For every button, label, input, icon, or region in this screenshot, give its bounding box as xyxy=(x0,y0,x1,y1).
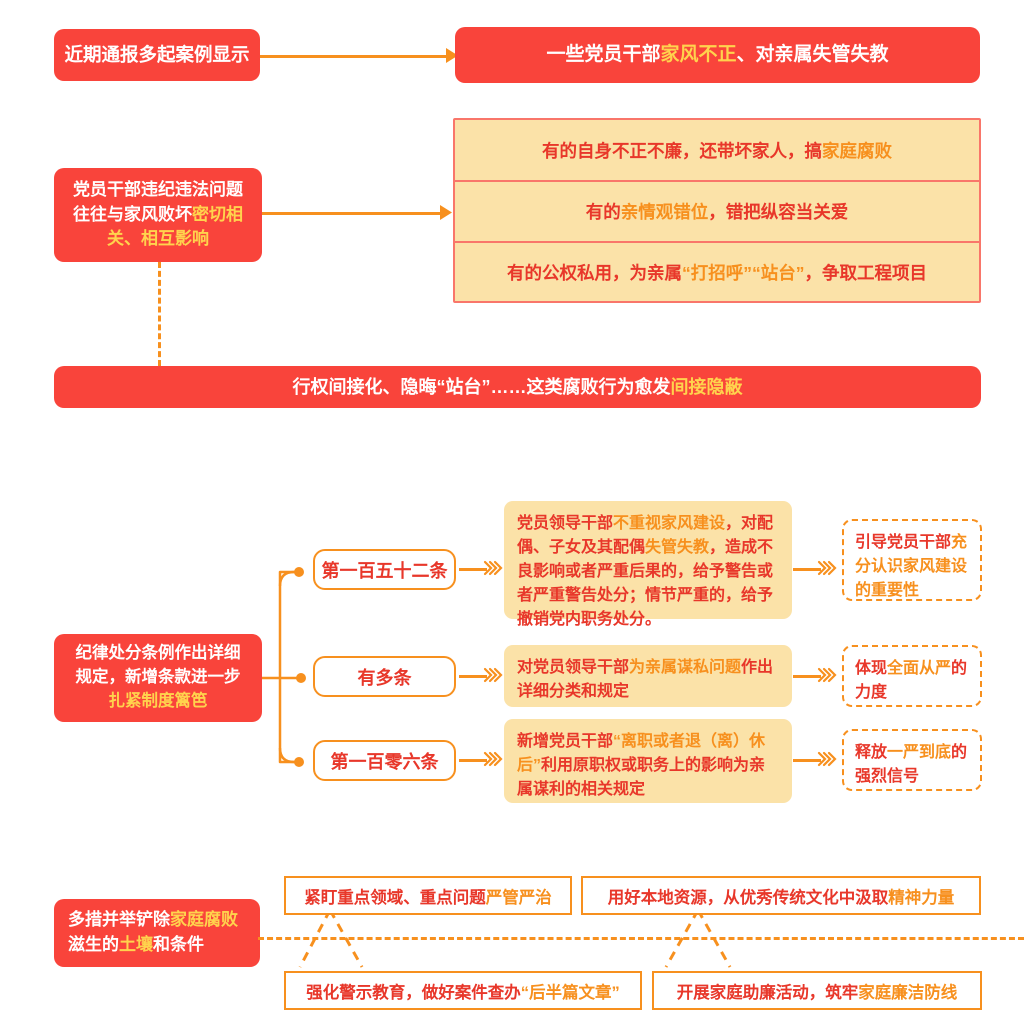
connector-pill2-to-detail xyxy=(459,675,487,678)
measure-text: 用好本地资源，从优秀传统文化中汲取精神力量 xyxy=(607,888,955,907)
measure-box-1: 紧盯重点领域、重点问题严管严治 xyxy=(284,876,572,915)
headline-banner: 一些党员干部家风不正、对亲属失管失教 xyxy=(455,27,980,83)
branch-outcome-1: 引导党员干部充分认识家风建设的重要性 xyxy=(842,519,982,601)
measure-text: 强化警示教育，做好案件查办“后半篇文章” xyxy=(306,983,620,1002)
arrow-right-icon xyxy=(446,48,458,63)
node-dot-icon xyxy=(294,567,304,577)
table-row: 有的亲情观错位，错把纵容当关爱 xyxy=(455,182,979,243)
branch-pill-3[interactable]: 第一百零六条 xyxy=(313,740,456,781)
measure-text: 开展家庭助廉活动，筑牢家庭廉洁防线 xyxy=(676,983,958,1002)
branch-pill-label: 第一百五十二条 xyxy=(321,560,448,581)
table-row-text: 有的亲情观错位，错把纵容当关爱 xyxy=(585,202,849,222)
cause-box: 党员干部违纪违法问题 往往与家风败坏密切相 关、相互影响 xyxy=(54,168,262,262)
branch-detail-text: 党员领导干部不重视家风建设，对配偶、子女及其配偶失管失教，造成不良影响或者严重后… xyxy=(517,515,774,628)
regulation-line-1: 纪律处分条例作出详细 xyxy=(75,644,241,663)
triple-chevron-icon xyxy=(483,667,503,683)
table-row-text: 有的公权私用，为亲属“打招呼”“站台”，争取工程项目 xyxy=(507,262,927,283)
connector-cause-to-banner xyxy=(158,262,161,366)
trend-banner: 行权间接化、隐晦“站台”……这类腐败行为愈发间接隐蔽 xyxy=(54,366,981,408)
measures-line-1: 多措并举铲除家庭腐败 xyxy=(68,910,238,930)
branch-outcome-3: 释放一严到底的强烈信号 xyxy=(842,729,982,791)
connector-detail3-to-outcome xyxy=(793,759,821,762)
table-row: 有的公权私用，为亲属“打招呼”“站台”，争取工程项目 xyxy=(455,243,979,301)
branch-pill-label: 第一百零六条 xyxy=(330,751,439,772)
triple-chevron-icon xyxy=(817,667,837,683)
measures-line-2: 滋生的土壤和条件 xyxy=(68,935,204,954)
branch-outcome-text: 体现全面从严的力度 xyxy=(855,660,968,701)
measures-box: 多措并举铲除家庭腐败 滋生的土壤和条件 xyxy=(54,899,260,967)
arrow-right-icon xyxy=(440,205,452,220)
cause-line-1: 党员干部违纪违法问题 xyxy=(73,180,243,200)
measure-box-2: 用好本地资源，从优秀传统文化中汲取精神力量 xyxy=(581,876,981,915)
measure-box-3: 强化警示教育，做好案件查办“后半篇文章” xyxy=(284,971,642,1010)
regulation-line-3: 扎紧制度篱笆 xyxy=(108,691,208,710)
cause-table: 有的自身不正不廉，还带坏家人，搞家庭腐败 有的亲情观错位，错把纵容当关爱 有的公… xyxy=(453,118,981,303)
connector-cause-to-table xyxy=(260,212,446,215)
branch-detail-2: 对党员领导干部为亲属谋私问题作出详细分类和规定 xyxy=(504,645,792,707)
branch-outcome-2: 体现全面从严的力度 xyxy=(842,645,982,707)
triple-chevron-icon xyxy=(817,751,837,767)
connector-pill3-to-detail xyxy=(459,759,487,762)
branch-pill-2[interactable]: 有多条 xyxy=(313,656,456,697)
cause-line-3: 关、相互影响 xyxy=(107,229,209,249)
regulation-box: 纪律处分条例作出详细 规定，新增条款进一步 扎紧制度篱笆 xyxy=(54,634,262,722)
branch-detail-text: 对党员领导干部为亲属谋私问题作出详细分类和规定 xyxy=(517,659,774,700)
cause-line-2: 往往与家风败坏密切相 xyxy=(73,204,243,224)
branch-detail-3: 新增党员干部“离职或者退（离）休后”利用原职权或职务上的影响为亲属谋利的相关规定 xyxy=(504,719,792,803)
triple-chevron-icon xyxy=(817,560,837,576)
measure-box-4: 开展家庭助廉活动，筑牢家庭廉洁防线 xyxy=(652,971,982,1010)
node-dot-icon xyxy=(294,757,304,767)
measure-branch-connectors xyxy=(298,909,732,968)
source-label-box: 近期通报多起案例显示 xyxy=(54,29,260,81)
measure-text: 紧盯重点领域、重点问题严管严治 xyxy=(304,888,552,907)
table-row-text: 有的自身不正不廉，还带坏家人，搞家庭腐败 xyxy=(542,140,892,161)
regulation-line-2: 规定，新增条款进一步 xyxy=(75,668,241,687)
branch-outcome-text: 引导党员干部充分认识家风建设的重要性 xyxy=(855,534,968,599)
node-dot-icon xyxy=(296,673,306,683)
table-row: 有的自身不正不廉，还带坏家人，搞家庭腐败 xyxy=(455,120,979,182)
branch-tree-connector xyxy=(262,567,306,767)
headline-text: 一些党员干部家风不正、对亲属失管失教 xyxy=(546,44,889,66)
connector-detail2-to-outcome xyxy=(793,675,821,678)
branch-detail-text: 新增党员干部“离职或者退（离）休后”利用原职权或职务上的影响为亲属谋利的相关规定 xyxy=(517,733,766,798)
trend-banner-text: 行权间接化、隐晦“站台”……这类腐败行为愈发间接隐蔽 xyxy=(292,376,743,397)
measures-spine xyxy=(258,937,1024,940)
branch-outcome-text: 释放一严到底的强烈信号 xyxy=(855,744,968,785)
triple-chevron-icon xyxy=(483,560,503,576)
branch-pill-label: 有多条 xyxy=(357,667,412,688)
branch-detail-1: 党员领导干部不重视家风建设，对配偶、子女及其配偶失管失教，造成不良影响或者严重后… xyxy=(504,501,792,628)
source-label-text: 近期通报多起案例显示 xyxy=(64,43,250,65)
triple-chevron-icon xyxy=(483,751,503,767)
branch-pill-1[interactable]: 第一百五十二条 xyxy=(313,549,456,590)
connector-detail1-to-outcome xyxy=(793,568,821,571)
connector-pill1-to-detail xyxy=(459,568,487,571)
connector-source-to-headline xyxy=(258,55,454,58)
